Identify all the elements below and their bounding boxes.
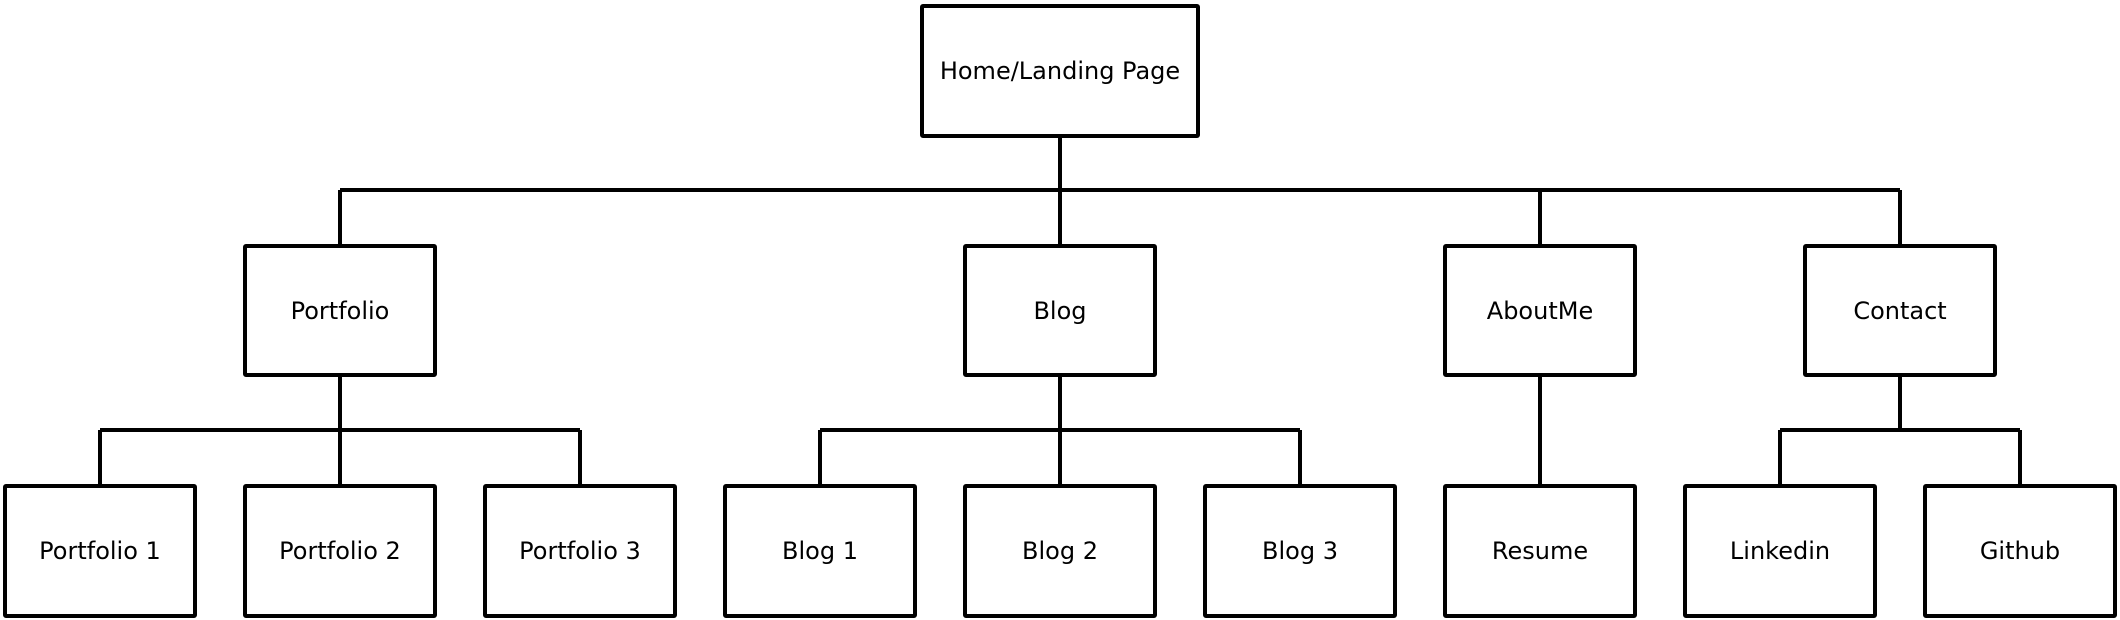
node-label: Contact <box>1853 296 1947 325</box>
node-label: Portfolio 3 <box>519 537 641 565</box>
node-linkedin: Linkedin <box>1683 484 1877 618</box>
node-portfolio: Portfolio <box>243 244 437 377</box>
node-blog: Blog <box>963 244 1157 377</box>
node-resume: Resume <box>1443 484 1637 618</box>
node-label: Home/Landing Page <box>939 57 1181 85</box>
node-label: AboutMe <box>1486 296 1594 325</box>
node-label: Blog <box>1033 296 1087 325</box>
node-aboutme: AboutMe <box>1443 244 1637 377</box>
node-label: Github <box>1979 537 2061 565</box>
node-contact: Contact <box>1803 244 1997 377</box>
node-label: Resume <box>1491 537 1589 565</box>
node-blog-3: Blog 3 <box>1203 484 1397 618</box>
node-label: Blog 1 <box>782 537 858 565</box>
node-blog-1: Blog 1 <box>723 484 917 618</box>
node-portfolio-2: Portfolio 2 <box>243 484 437 618</box>
node-label: Blog 3 <box>1262 537 1338 565</box>
node-portfolio-3: Portfolio 3 <box>483 484 677 618</box>
node-label: Portfolio <box>290 296 390 325</box>
node-portfolio-1: Portfolio 1 <box>3 484 197 618</box>
node-blog-2: Blog 2 <box>963 484 1157 618</box>
node-github: Github <box>1923 484 2117 618</box>
node-label: Portfolio 2 <box>279 537 401 565</box>
node-label: Blog 2 <box>1022 537 1098 565</box>
node-label: Portfolio 1 <box>39 537 161 565</box>
node-label: Linkedin <box>1729 537 1831 565</box>
node-home-landing-page: Home/Landing Page <box>920 4 1200 138</box>
